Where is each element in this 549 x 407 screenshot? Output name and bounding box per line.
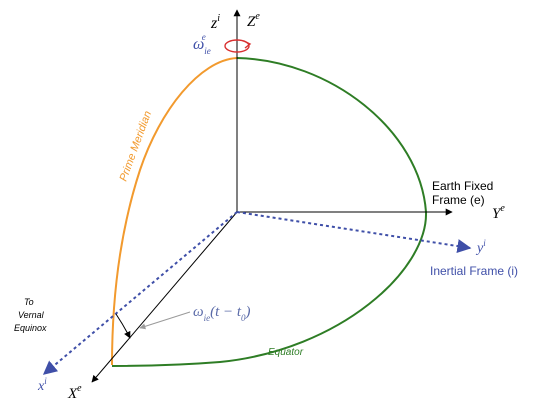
y-earth-label: Ye xyxy=(492,203,505,222)
earth-fixed-label-line2: Frame (e) xyxy=(432,193,485,207)
omega-label: ωiee xyxy=(193,32,211,56)
angle-pointer xyxy=(139,311,191,330)
angle-label: ωie(t − t0) xyxy=(193,304,251,323)
vernal-label-line1: To xyxy=(24,297,34,307)
z-earth-label: Ze xyxy=(247,11,260,30)
x-inertial-label: xi xyxy=(37,376,47,394)
rotation-arrow-icon xyxy=(224,39,252,53)
y-inertial-label: yi xyxy=(475,238,486,256)
earth-fixed-label-line1: Earth Fixed xyxy=(432,179,493,193)
x-earth-axis xyxy=(91,211,238,383)
prime-meridian-curve xyxy=(111,57,238,366)
inertial-frame-label: Inertial Frame (i) xyxy=(430,264,518,278)
equator-label: Equator xyxy=(268,347,304,358)
vernal-label-line3: Equinox xyxy=(14,323,47,333)
meridian-arc-green xyxy=(236,57,427,213)
vernal-label-line2: Vernal xyxy=(18,310,45,320)
z-inertial-label: zi xyxy=(210,13,220,32)
equator-curve xyxy=(111,211,428,367)
x-inertial-axis xyxy=(42,211,238,375)
y-inertial-axis xyxy=(236,211,472,253)
angle-arc xyxy=(115,313,131,339)
x-earth-label: Xe xyxy=(67,383,82,402)
